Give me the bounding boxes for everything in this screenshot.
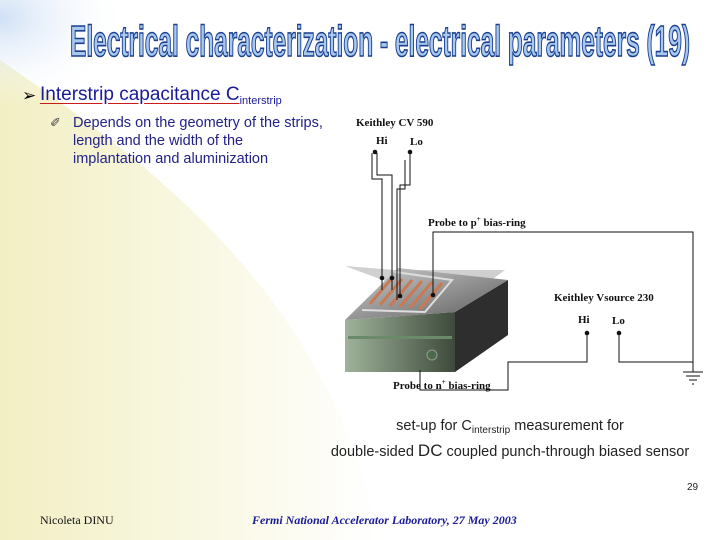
bullet-subscript: interstrip [239, 95, 282, 107]
footer-author: Nicoleta DINU [40, 513, 114, 527]
footer-institution-date: Fermi National Accelerator Laboratory, 2… [252, 513, 517, 527]
slide-title-text: Electrical characterization - electrical… [70, 17, 690, 66]
sensor-block [345, 266, 508, 372]
cv-meter-label: Keithley CV 590 [356, 117, 434, 129]
probe-p-label: Probe to p+ bias-ring [428, 215, 526, 229]
bullet-text: Interstrip capacitance C [40, 84, 240, 105]
bullet-arrow-icon: ➢ [22, 86, 37, 106]
terminal-dots [372, 149, 622, 336]
main-bullet: Interstrip capacitance Cinterstrip [40, 84, 282, 107]
sub-bullet-text: Depends on the geometry of the strips, l… [73, 115, 323, 167]
cv-lo-label: Lo [410, 136, 423, 148]
pencil-icon: ✐ [50, 116, 61, 131]
slide-title: Electrical characterization - electrical… [69, 16, 691, 67]
page-number: 29 [687, 482, 699, 493]
probe-n-label: Probe to n+ bias-ring [393, 378, 491, 392]
cv-hi-label: Hi [376, 135, 388, 147]
vs-hi-label: Hi [578, 314, 590, 326]
wiring [371, 153, 694, 391]
ground-icon [683, 371, 703, 385]
vsource-label: Keithley Vsource 230 [554, 292, 654, 304]
vs-lo-label: Lo [612, 315, 625, 327]
diagram-caption: set-up for Cinterstrip measurement for d… [330, 418, 690, 460]
